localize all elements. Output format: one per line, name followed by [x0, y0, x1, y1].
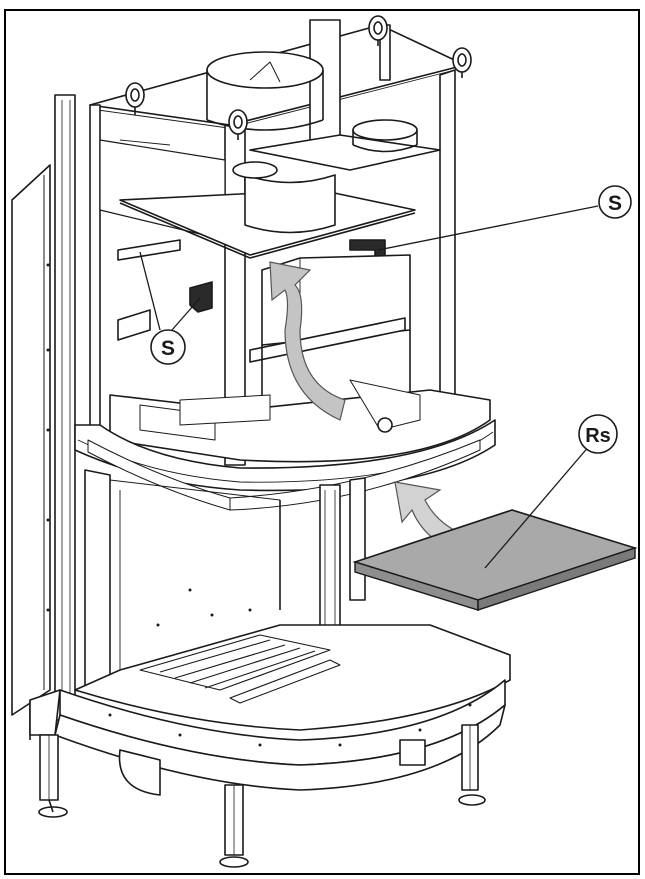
rivet-dots: [46, 263, 472, 747]
callout-rs-label: Rs: [585, 425, 611, 447]
eye-bolt-1: [125, 82, 145, 115]
grate: [139, 634, 341, 704]
leader-lines: [139, 205, 599, 569]
leader-rs: [484, 444, 591, 569]
callout-s-top: S: [598, 185, 632, 219]
left-front-post: [54, 94, 76, 721]
leg-right: [458, 724, 486, 806]
insert-arrow-upper: [269, 261, 346, 421]
legs: [38, 724, 486, 868]
page-frame: [4, 9, 640, 875]
eye-bolt-2: [228, 109, 248, 140]
leader-s-top: [377, 205, 599, 251]
callout-s-left: S: [150, 329, 186, 365]
middle-ring: [74, 379, 496, 511]
eye-bolt-4: [452, 47, 472, 78]
leader-s-left-1: [139, 251, 161, 331]
rs-panel: [352, 509, 638, 611]
upper-cage-frame: [89, 19, 466, 466]
fire-opening-frame: [84, 469, 366, 691]
stove-assembly: [11, 15, 511, 868]
left-small-bracket: [117, 309, 151, 341]
left-side-panel: [11, 164, 51, 740]
callout-s-left-label: S: [161, 337, 175, 360]
bottom-hearth: [29, 624, 511, 796]
left-rail: [117, 239, 181, 261]
lifting-eye-bolts: [125, 15, 472, 140]
callout-s-top-label: S: [608, 192, 622, 215]
leg-front: [219, 784, 249, 868]
leg-left: [38, 734, 68, 818]
bracket-left: [189, 281, 213, 313]
leader-s-left-2: [171, 297, 201, 331]
eye-bolt-3: [368, 15, 388, 46]
callout-rs: Rs: [578, 414, 618, 454]
